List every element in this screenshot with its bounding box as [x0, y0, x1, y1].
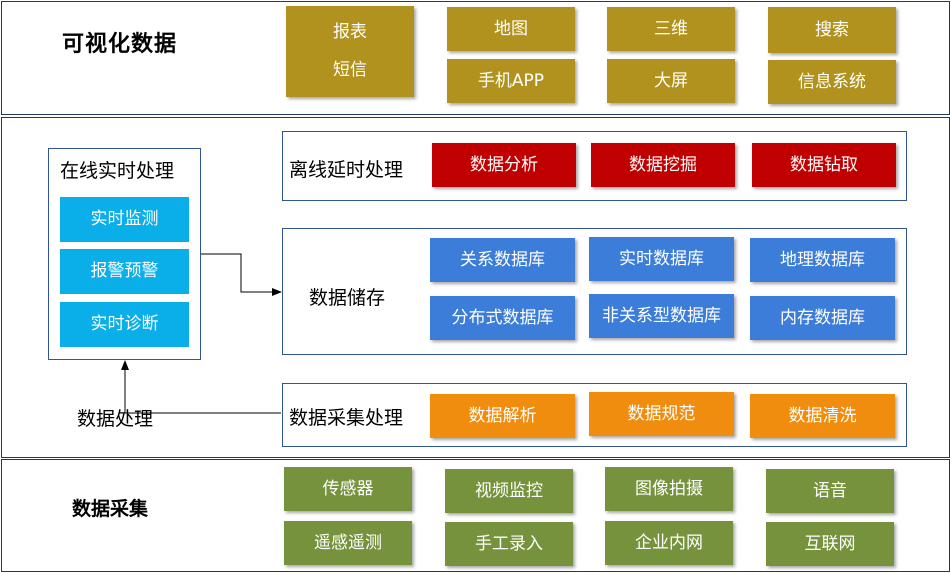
online-processing-title: 在线实时处理	[60, 160, 175, 182]
viz-item-map: 地图	[447, 7, 575, 51]
voice-box: 语音	[766, 469, 894, 513]
data-storage-title: 数据储存	[309, 287, 386, 309]
viz-item-search: 搜索	[768, 7, 896, 53]
realtime-diagnosis-box: 实时诊断	[60, 302, 189, 347]
data-processing-label: 数据处理	[77, 408, 154, 430]
viz-box-report-sms: 报表 短信	[286, 6, 414, 97]
viz-item-3d: 三维	[607, 7, 735, 51]
collection-title: 数据采集	[72, 498, 149, 520]
data-mining-box: 数据挖掘	[591, 143, 735, 187]
relational-db-box: 关系数据库	[430, 238, 575, 282]
geographic-db-box: 地理数据库	[750, 238, 895, 282]
viz-item-info-system: 信息系统	[768, 60, 896, 104]
data-cleaning-box: 数据清洗	[750, 394, 895, 438]
remote-sensing-box: 遥感遥测	[284, 521, 412, 565]
image-capture-box: 图像拍摄	[605, 467, 733, 511]
video-monitoring-box: 视频监控	[445, 469, 573, 513]
alarm-warning-box: 报警预警	[60, 249, 189, 294]
manual-entry-box: 手工录入	[445, 522, 573, 566]
distributed-db-box: 分布式数据库	[430, 296, 575, 340]
viz-item-mobile-app: 手机APP	[447, 59, 575, 103]
collection-to-online-arrow	[121, 360, 281, 414]
realtime-db-box: 实时数据库	[589, 237, 734, 281]
online-to-storage-arrow	[201, 253, 282, 296]
data-normalization-box: 数据规范	[589, 392, 734, 436]
data-drilling-box: 数据钻取	[752, 143, 896, 187]
sensor-box: 传感器	[284, 467, 412, 511]
collection-processing-title: 数据采集处理	[289, 407, 404, 429]
viz-item-report: 报表	[333, 22, 367, 43]
visualization-title: 可视化数据	[62, 32, 178, 57]
data-parsing-box: 数据解析	[430, 394, 575, 438]
enterprise-intranet-box: 企业内网	[605, 521, 733, 565]
viz-item-sms: 短信	[333, 59, 367, 80]
nonrelational-db-box: 非关系型数据库	[589, 294, 734, 338]
realtime-monitoring-box: 实时监测	[60, 197, 189, 242]
in-memory-db-box: 内存数据库	[750, 296, 895, 340]
internet-box: 互联网	[766, 522, 894, 566]
data-analysis-box: 数据分析	[432, 143, 576, 187]
viz-item-big-screen: 大屏	[607, 59, 735, 103]
offline-processing-title: 离线延时处理	[289, 159, 404, 181]
